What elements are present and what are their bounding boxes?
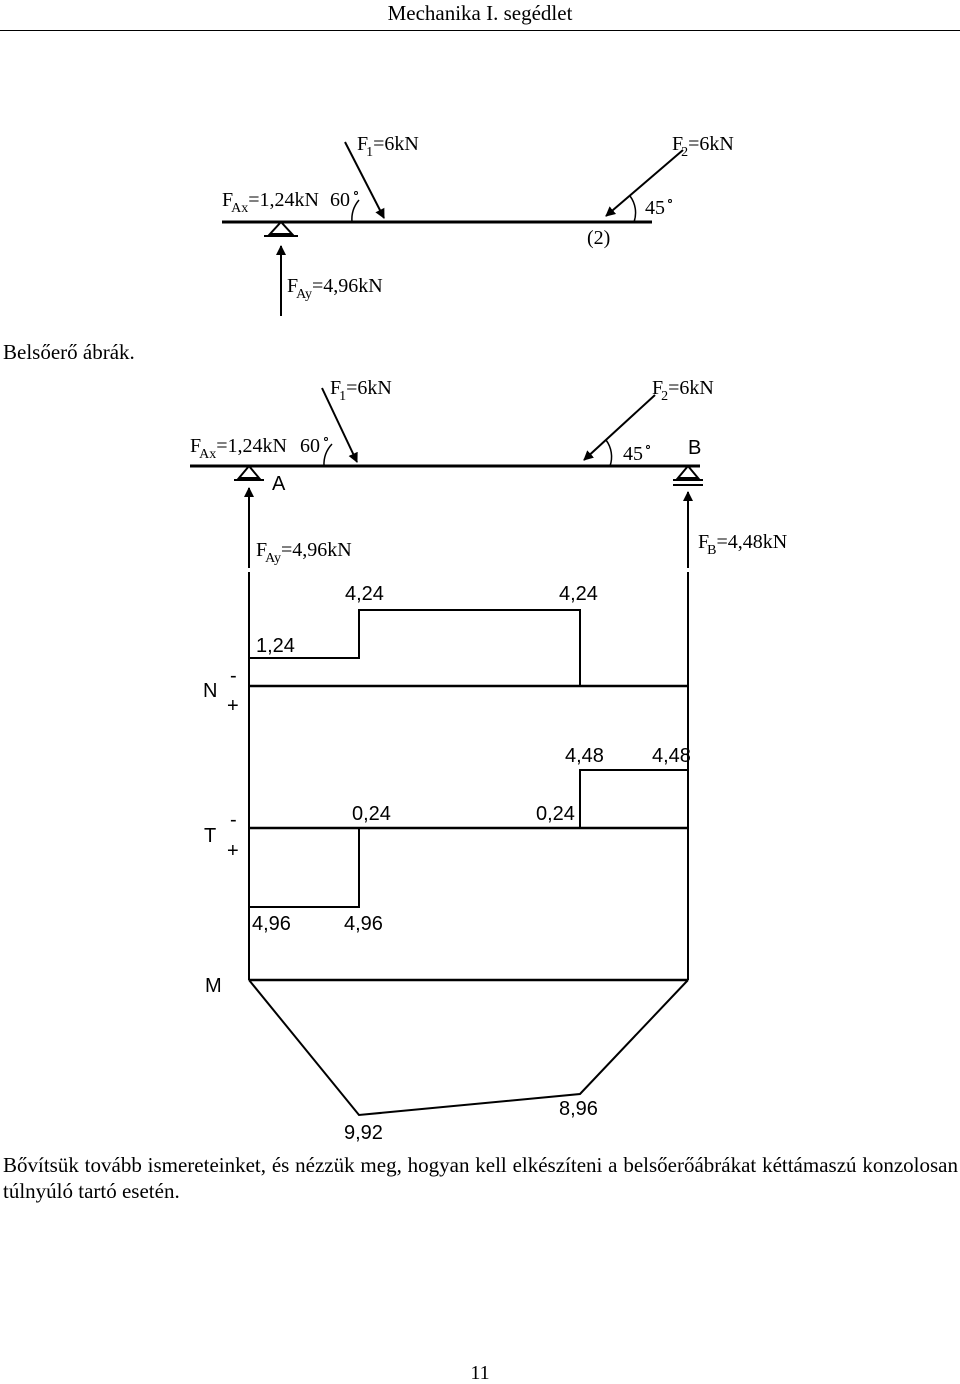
bending-moment-diagram: M 9,92 8,96 [205, 975, 689, 1144]
section-label: Belsőerő ábrák. [3, 340, 135, 364]
angle-60-arc [323, 443, 333, 467]
page-number: 11 [470, 1362, 490, 1384]
n-value-424-a: 4,24 [345, 583, 384, 605]
normal-force-diagram: N - + 1,24 4,24 4,24 [203, 583, 688, 717]
n-minus-sign: - [230, 665, 237, 687]
free-body-diagram-1: F1=6kN F2=6kN FAx=1,24kN 60 45 (2) FAy=4… [222, 133, 734, 316]
force-f1-arrow [344, 141, 385, 219]
label-f2: F2=6kN [672, 133, 734, 160]
degree-icon [354, 191, 358, 195]
t-minus-sign: - [230, 809, 237, 831]
page-header: Mechanika I. segédlet [0, 0, 960, 31]
t-value-448-a: 4,48 [565, 745, 604, 767]
n-label: N [203, 680, 217, 702]
t-value-024-b: 0,24 [536, 803, 575, 825]
n-value-424-b: 4,24 [559, 583, 598, 605]
force-f1-arrow [321, 387, 358, 463]
angle-45-arc [629, 195, 637, 223]
header-title: Mechanika I. segédlet [387, 1, 573, 25]
body-paragraph: Bővítsük tovább ismereteinket, és nézzük… [3, 1153, 958, 1203]
label-fay: FAy=4,96kN [256, 539, 352, 566]
support-a-icon [267, 220, 295, 235]
label-support-b: B [688, 437, 701, 459]
t-value-496-a: 4,96 [252, 913, 291, 935]
degree-icon [646, 445, 650, 449]
n-diagram-outline [249, 609, 581, 686]
m-value-992: 9,92 [344, 1122, 383, 1144]
label-f1: F1=6kN [330, 377, 392, 404]
m-label: M [205, 975, 222, 997]
label-angle-45: 45 [645, 197, 665, 219]
t-value-448-b: 4,48 [652, 745, 691, 767]
t-label: T [204, 825, 216, 847]
label-f2: F2=6kN [652, 377, 714, 404]
label-support-a: A [272, 473, 286, 495]
label-angle-60: 60 [330, 189, 350, 211]
m-diagram-outline [248, 979, 689, 1117]
n-value-124: 1,24 [256, 635, 295, 657]
angle-45-arc [605, 439, 613, 467]
label-point-2: (2) [587, 227, 610, 249]
label-f1: F1=6kN [357, 133, 419, 160]
label-fb: FB=4,48kN [698, 531, 787, 558]
mechanics-diagrams: F1=6kN F2=6kN FAx=1,24kN 60 45 (2) FAy=4… [190, 133, 787, 1144]
label-fax: FAx=1,24kN [190, 435, 287, 462]
degree-icon [324, 437, 328, 441]
degree-icon [668, 199, 672, 203]
force-f2-arrow [583, 394, 656, 461]
angle-60-arc [351, 199, 360, 223]
m-value-896: 8,96 [559, 1098, 598, 1120]
n-plus-sign: + [227, 695, 239, 717]
support-b-icon [675, 464, 701, 479]
t-value-024-a: 0,24 [352, 803, 391, 825]
label-angle-60: 60 [300, 435, 320, 457]
free-body-diagram-2: F1=6kN F2=6kN FAx=1,24kN 60 45 A B FAy=4… [190, 377, 787, 568]
label-fax: FAx=1,24kN [222, 189, 319, 216]
t-diagram-outline [248, 769, 689, 908]
force-f2-arrow [605, 149, 684, 217]
t-plus-sign: + [227, 840, 239, 862]
label-angle-45: 45 [623, 443, 643, 465]
shear-force-diagram: T - + 4,48 4,48 0,24 0,24 4,96 4,96 [204, 745, 691, 935]
support-a-icon [236, 464, 262, 479]
t-value-496-b: 4,96 [344, 913, 383, 935]
label-fay: FAy=4,96kN [287, 275, 383, 302]
